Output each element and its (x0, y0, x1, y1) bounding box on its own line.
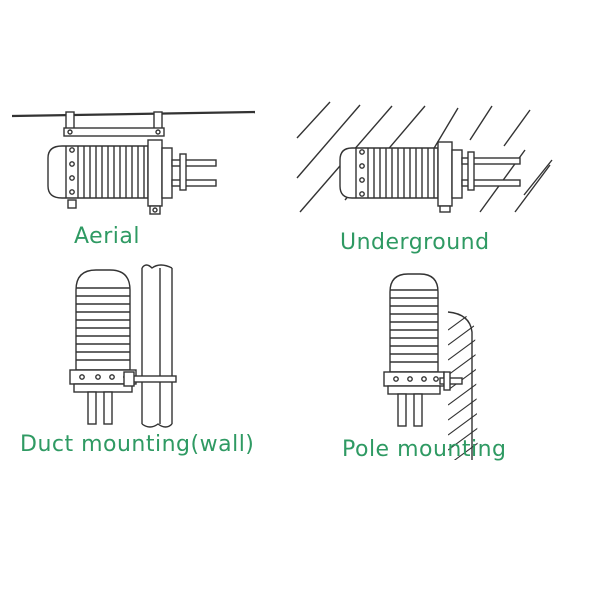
pole-illustration (383, 273, 473, 460)
underground-closure-dome (339, 147, 439, 199)
pole-closure-dome (389, 273, 439, 373)
duct-post (141, 268, 173, 424)
label-duct-mounting: Duct mounting(wall) (20, 432, 255, 457)
underground-illustration (339, 141, 521, 213)
pole-wall-edge (447, 311, 473, 460)
duct-illustration (69, 264, 177, 428)
aerial-closure-dome (47, 145, 149, 199)
label-underground: Underground (340, 230, 490, 255)
label-aerial: Aerial (74, 224, 140, 249)
label-pole-mounting: Pole mounting (342, 437, 507, 462)
aerial-illustration (11, 110, 256, 215)
pole-wall-hatching (448, 312, 478, 460)
aerial-cable-strand (11, 110, 256, 118)
